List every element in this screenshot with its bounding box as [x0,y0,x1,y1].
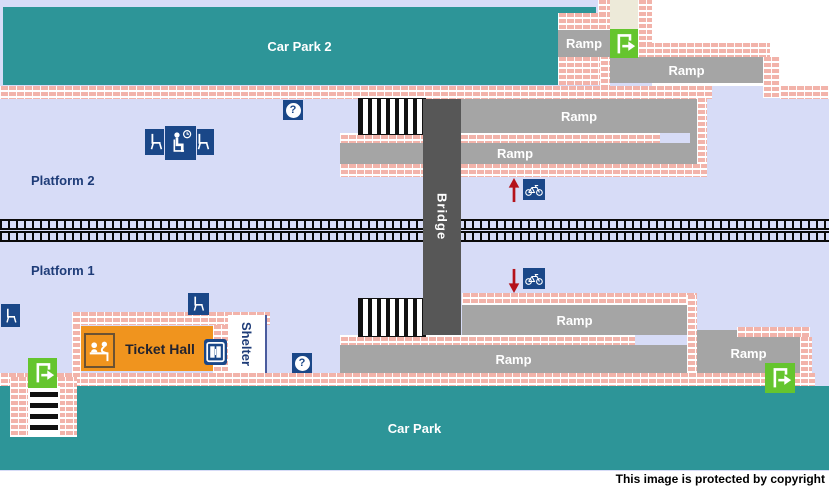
ramp-label: Ramp [730,346,767,361]
info-point-icon: ? [283,100,303,120]
exit-door-arrow-glyph [36,363,54,383]
ramp-label: Ramp [495,351,532,367]
question-mark-glyph: ? [285,102,301,118]
stairs-platform-2 [358,98,426,135]
ramp-label: Ramp [565,36,603,51]
car-park-area: Car Park [0,386,829,470]
shelter-label: Shelter [239,321,254,367]
seat-icon [192,129,214,155]
brick-wall-segment [800,337,812,373]
ticket-office-icon [84,333,115,368]
exit-door-arrow-glyph [617,33,636,53]
ramp-label: Ramp [668,62,705,78]
seated-person-clock-glyph [173,130,192,152]
double-doors-glyph [206,341,225,363]
chair-glyph [197,133,210,150]
ramp-turn [690,133,697,168]
ramp-label: Ramp [496,146,534,161]
question-mark-glyph: ? [294,355,310,371]
ramp-top-1: Ramp [558,30,610,57]
copyright-notice: This image is protected by copyright [615,472,825,486]
ramp-label: Ramp [560,108,598,124]
brick-wall-segment [57,377,77,437]
pedestrian-crossing [28,386,60,437]
ticket-hall-label: Ticket Hall [125,340,195,357]
brick-wall-segment [687,295,697,373]
bicycle-icon [523,179,545,200]
ramp-platform-1-lower: Ramp [340,345,687,373]
lift-icon [204,339,227,365]
brick-wall-segment [638,0,652,57]
bicycle-glyph [525,184,543,196]
brick-wall-segment [697,98,707,168]
exit-icon [610,29,638,58]
platform-1-wall [0,373,815,386]
bicycle-icon [523,268,545,289]
chair-glyph [150,133,163,150]
footpath [610,0,638,29]
seat-icon [145,129,167,155]
footbridge: Bridge [423,99,461,335]
crossing-stripes [30,392,58,433]
stairs-platform-1 [358,298,426,337]
brick-wall-segment [737,327,810,337]
brick-wall-segment [558,13,610,30]
exit-door-arrow-glyph [773,368,792,388]
shelter-area: Shelter [228,315,267,373]
ramp-platform-1-upper: Ramp [462,305,687,335]
ticket-counter-glyph [89,341,109,362]
seat-icon [188,293,209,315]
railway-track [0,219,829,230]
ramp-platform-2-lower: Ramp [340,143,690,164]
platform-2-wall [0,86,712,99]
info-point-icon: ? [292,353,312,373]
chair-glyph [5,308,16,323]
chair-glyph [193,296,205,311]
brick-wall-segment [763,57,780,98]
ticket-hall-wall [72,312,270,325]
ramp-label: Ramp [556,312,593,328]
ramp-car-park-a [697,330,737,373]
car-park-label: Car Park [387,420,442,436]
platform-1-label: Platform 1 [31,263,95,278]
seat-icon [1,304,20,327]
up-arrow-icon [508,178,520,203]
brick-wall-segment [638,43,770,57]
railway-track [0,231,829,242]
brick-wall-segment [780,86,829,99]
brick-wall-segment [340,164,707,177]
waiting-room-icon [164,125,197,161]
bridge-label: Bridge [434,193,450,241]
bicycle-glyph [525,273,543,285]
exit-icon [765,363,795,393]
ramp-top-2: Ramp [610,57,763,83]
brick-wall-segment [72,325,81,373]
brick-wall-segment [462,293,697,305]
car-park-2-label: Car Park 2 [267,38,332,54]
brick-wall-segment [10,377,28,437]
brick-wall-segment [600,55,610,86]
down-arrow-icon [508,268,520,293]
platform-2-label: Platform 2 [31,173,95,188]
exit-icon [28,358,57,388]
ramp-platform-2-upper: Ramp [461,99,697,133]
car-park-2-area: Car Park 2 [3,7,596,85]
